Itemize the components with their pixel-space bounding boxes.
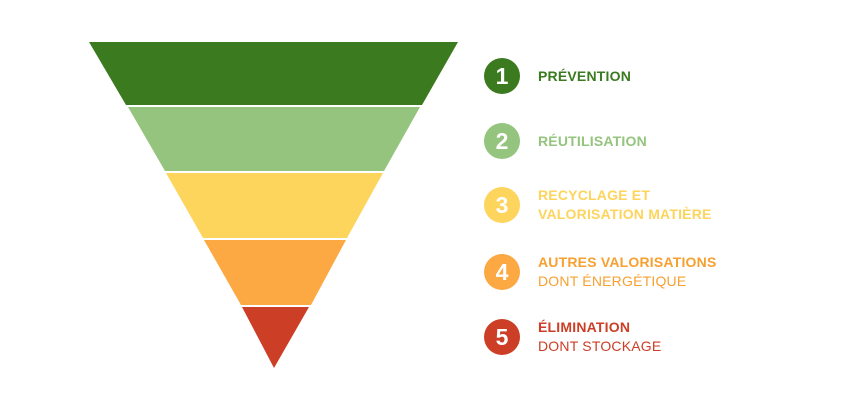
legend-item-3: 3 RECYCLAGE ET VALORISATION MATIÈRE [484, 186, 712, 224]
pyramid-tier-1 [89, 42, 458, 105]
level-1-badge: 1 [484, 58, 520, 94]
level-2-badge: 2 [484, 123, 520, 159]
level-4-label: AUTRES VALORISATIONS DONT ÉNERGÉTIQUE [538, 254, 717, 289]
level-4-badge: 4 [484, 254, 520, 290]
legend-item-5: 5 ÉLIMINATION DONT STOCKAGE [484, 318, 661, 356]
level-1-label: PRÉVENTION [538, 67, 632, 84]
legend-item-4: 4 AUTRES VALORISATIONS DONT ÉNERGÉTIQUE [484, 253, 717, 291]
pyramid-tier-4 [204, 240, 346, 305]
level-5-label: ÉLIMINATION DONT STOCKAGE [538, 319, 662, 354]
pyramid-tier-3 [166, 173, 383, 238]
level-5-badge: 5 [484, 319, 520, 355]
legend-item-2: 2 RÉUTILISATION [484, 122, 647, 160]
legend-item-1: 1 PRÉVENTION [484, 57, 631, 95]
level-3-label: RECYCLAGE ET VALORISATION MATIÈRE [538, 187, 712, 222]
level-2-label: RÉUTILISATION [538, 132, 647, 149]
level-3-badge: 3 [484, 187, 520, 223]
pyramid-tier-5 [242, 307, 309, 368]
pyramid-tier-2 [128, 107, 420, 171]
